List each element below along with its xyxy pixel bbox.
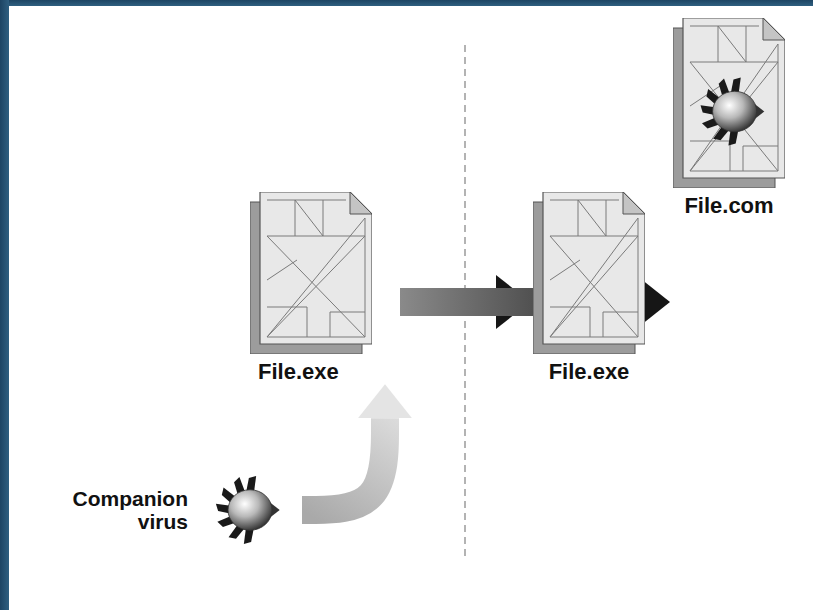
file-icon: [533, 192, 645, 354]
virus-icon: [202, 468, 302, 552]
file-name: File.exe: [530, 360, 648, 384]
file-node: File.com: [670, 18, 788, 218]
page-fold: [350, 192, 372, 214]
virus-bug: [701, 77, 765, 145]
page-fold: [623, 192, 645, 214]
virus-label: Companion virus: [70, 487, 188, 533]
top-band: [0, 0, 813, 6]
file-name: File.com: [670, 194, 788, 218]
virus-bug: [216, 476, 280, 544]
virus-node: Companion virus: [30, 468, 302, 552]
page-lines: [690, 26, 778, 171]
page-front: [683, 18, 785, 178]
bug-body: [228, 490, 272, 530]
file-icon: [250, 192, 372, 354]
file-node: File.exe: [530, 192, 648, 384]
left-band: [0, 0, 9, 610]
infection-arrow: [302, 418, 385, 510]
file-node: File.exe: [250, 192, 400, 384]
page-front: [543, 192, 645, 344]
document-icon: [250, 192, 372, 354]
page-lines: [267, 200, 365, 337]
file-icon: [673, 18, 785, 188]
document-icon: [533, 192, 645, 354]
page-lines: [550, 200, 638, 337]
document-icon: [673, 18, 785, 188]
page-front: [260, 192, 372, 344]
file-name: File.exe: [250, 360, 400, 384]
page-fold: [763, 18, 785, 40]
bug-body: [713, 91, 757, 131]
